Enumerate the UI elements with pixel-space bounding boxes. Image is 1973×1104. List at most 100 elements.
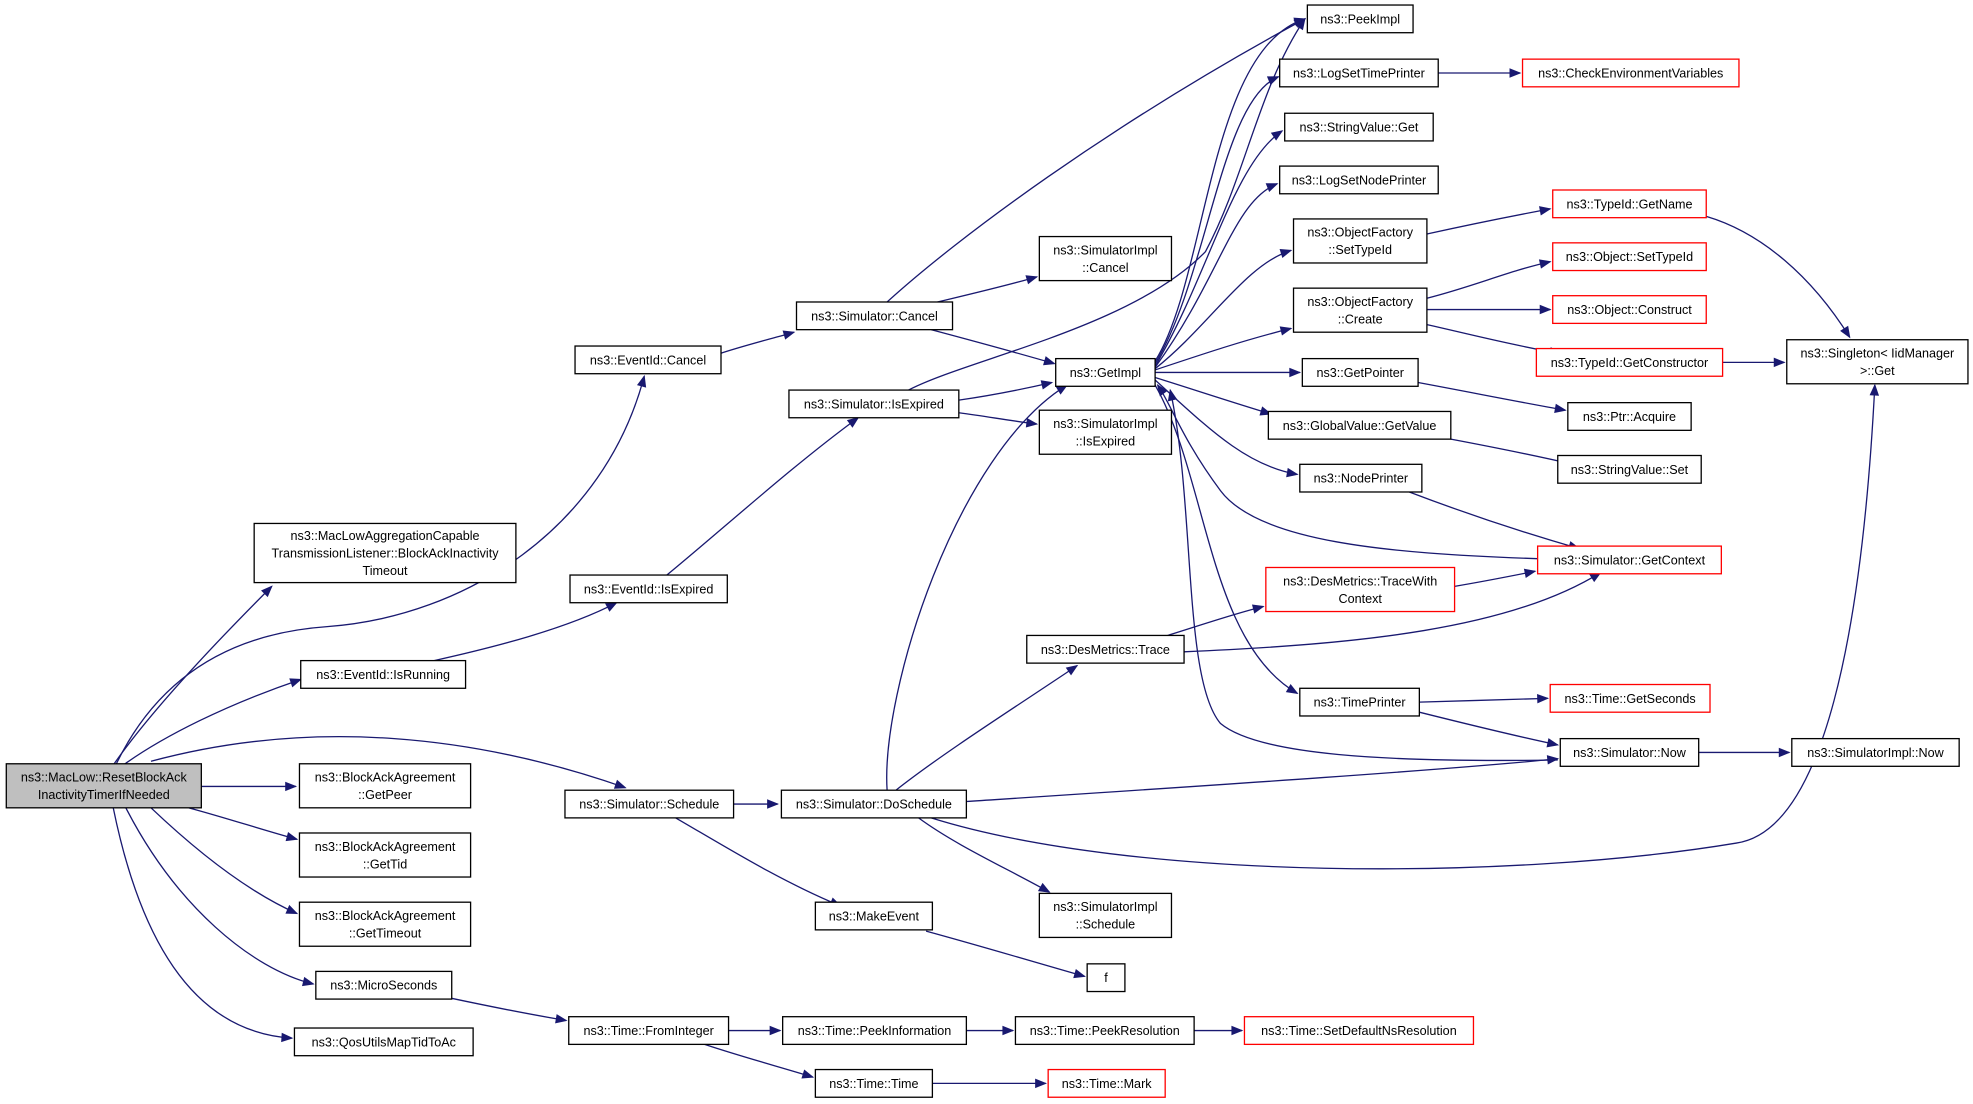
arrowhead (1065, 664, 1079, 676)
arrowhead (782, 330, 796, 340)
edge-line (895, 665, 1078, 791)
node-simSchedule[interactable]: ns3::Simulator::Schedule (564, 789, 735, 819)
node-peekImpl[interactable]: ns3::PeekImpl (1306, 4, 1414, 34)
node-label: ns3::DesMetrics::Trace (1041, 643, 1170, 657)
node-singleton[interactable]: ns3::Singleton< IidManager >::Get (1786, 339, 1969, 385)
node-baaPeer[interactable]: ns3::BlockAckAgreement::GetPeer (298, 763, 472, 809)
node-gvGetValue[interactable]: ns3::GlobalValue::GetValue (1267, 410, 1452, 440)
node-baaTid[interactable]: ns3::BlockAckAgreement::GetTid (298, 832, 472, 878)
node-simIsExpired[interactable]: ns3::Simulator::IsExpired (788, 389, 960, 419)
node-typeIdGetCtor[interactable]: ns3::TypeId::GetConstructor (1535, 347, 1724, 377)
node-box (1284, 112, 1434, 142)
node-ofSetTypeId[interactable]: ns3::ObjectFactory::SetTypeId (1292, 218, 1428, 264)
arrowhead (636, 374, 647, 388)
node-fromInteger[interactable]: ns3::Time::FromInteger (568, 1016, 730, 1046)
node-evCancel[interactable]: ns3::EventId::Cancel (574, 345, 722, 375)
node-evExpired[interactable]: ns3::EventId::IsExpired (569, 574, 728, 604)
edge-line (1426, 208, 1551, 235)
edge-micro-to-fromInteger (449, 997, 568, 1024)
node-label: ns3::GlobalValue::GetValue (1283, 419, 1437, 433)
node-label: ::IsExpired (1076, 434, 1136, 448)
node-box (1243, 1016, 1475, 1046)
arrowhead (1002, 1025, 1015, 1036)
node-mlacTimeout[interactable]: ns3::MacLowAggregationCapableTransmissio… (253, 522, 517, 584)
edge-getImpl-to-peekImpl (1154, 17, 1307, 362)
node-checkEnv[interactable]: ns3::CheckEnvironmentVariables (1521, 58, 1740, 88)
node-desTrace[interactable]: ns3::DesMetrics::Trace (1026, 634, 1185, 664)
arrowhead (301, 976, 315, 987)
node-simImplCancel[interactable]: ns3::SimulatorImpl::Cancel (1038, 235, 1173, 282)
node-label: ns3::Simulator::Cancel (811, 309, 938, 323)
node-simDoSchedule[interactable]: ns3::Simulator::DoSchedule (780, 789, 968, 819)
node-evRunning[interactable]: ns3::EventId::IsRunning (300, 659, 467, 689)
node-box (1557, 454, 1702, 484)
arrowhead (605, 602, 618, 612)
edge-getImpl-to-stringGet (1154, 130, 1284, 367)
node-label: ns3::Simulator::GetContext (1554, 553, 1706, 567)
node-simGetContext[interactable]: ns3::Simulator::GetContext (1536, 545, 1722, 575)
node-simImplNow[interactable]: ns3::SimulatorImpl::Now (1791, 737, 1960, 767)
node-peekInfo[interactable]: ns3::Time::PeekInformation (782, 1016, 968, 1046)
node-getPointer[interactable]: ns3::GetPointer (1301, 357, 1419, 387)
node-timeGetSeconds[interactable]: ns3::Time::GetSeconds (1549, 683, 1711, 713)
node-typeIdGetName[interactable]: ns3::TypeId::GetName (1552, 189, 1707, 219)
node-box (1038, 235, 1173, 282)
node-f[interactable]: f (1086, 963, 1126, 993)
node-timePrinter[interactable]: ns3::TimePrinter (1299, 687, 1421, 717)
edge-simNow-to-simImplNow (1698, 747, 1791, 758)
node-nodePrinter[interactable]: ns3::NodePrinter (1299, 463, 1423, 493)
node-baaTimeout[interactable]: ns3::BlockAckAgreement::GetTimeout (298, 901, 472, 947)
node-setDefNs[interactable]: ns3::Time::SetDefaultNsResolution (1243, 1016, 1475, 1046)
node-ptrAcquire[interactable]: ns3::Ptr::Acquire (1567, 401, 1692, 431)
node-box (574, 345, 722, 375)
node-label: TransmissionListener::BlockAckInactivity (272, 547, 500, 561)
arrowhead (613, 779, 627, 789)
edge-simIsExpired-to-simImplIsExpired (958, 412, 1039, 428)
node-label: ns3::GetImpl (1070, 366, 1141, 380)
node-peekRes[interactable]: ns3::Time::PeekResolution (1014, 1016, 1195, 1046)
arrowhead (1523, 568, 1537, 578)
node-logSetNode[interactable]: ns3::LogSetNodePrinter (1279, 165, 1439, 195)
edge-line (958, 381, 1053, 401)
node-box (1536, 545, 1722, 575)
edge-line (1454, 570, 1536, 588)
node-timeMark[interactable]: ns3::Time::Mark (1047, 1068, 1166, 1098)
arrowhead (285, 831, 299, 842)
node-simImplIsExpired[interactable]: ns3::SimulatorImpl::IsExpired (1038, 409, 1173, 455)
node-simImplSchedule[interactable]: ns3::SimulatorImpl::Schedule (1038, 892, 1173, 939)
node-box (780, 789, 968, 819)
node-label: ns3::Time::PeekInformation (798, 1024, 952, 1038)
edge-getImpl-to-ofSetTypeId (1154, 248, 1293, 370)
node-box (1301, 357, 1419, 387)
node-qos[interactable]: ns3::QosUtilsMapTidToAc (293, 1027, 474, 1057)
arrowhead (1539, 304, 1552, 315)
node-makeEvent[interactable]: ns3::MakeEvent (814, 901, 934, 931)
node-objConstruct[interactable]: ns3::Object::Construct (1552, 295, 1707, 325)
node-svSet[interactable]: ns3::StringValue::Set (1557, 454, 1702, 484)
node-simNow[interactable]: ns3::Simulator::Now (1559, 737, 1700, 767)
node-simCancel[interactable]: ns3::Simulator::Cancel (795, 301, 954, 331)
edge-root-to-evCancel (115, 374, 647, 766)
edge-line (886, 18, 1306, 303)
node-stringGet[interactable]: ns3::StringValue::Get (1284, 112, 1434, 142)
node-micro[interactable]: ns3::MicroSeconds (315, 970, 453, 1000)
node-label: ::GetTimeout (349, 926, 422, 940)
node-root[interactable]: ns3::MacLow::ResetBlockAckInactivityTime… (5, 763, 202, 809)
arrowhead (1270, 130, 1284, 141)
edge-line (449, 997, 567, 1022)
node-label: ns3::Time::Time (829, 1077, 918, 1091)
node-box (1791, 737, 1960, 767)
node-logSetTime[interactable]: ns3::LogSetTimePrinter (1279, 58, 1439, 88)
node-ofCreate[interactable]: ns3::ObjectFactory::Create (1292, 287, 1428, 333)
edge-line (188, 807, 298, 840)
node-objSetTypeId[interactable]: ns3::Object::SetTypeId (1552, 242, 1707, 272)
arrowhead (1037, 882, 1051, 893)
edge-line (675, 817, 841, 907)
arrowhead (1040, 380, 1054, 390)
edge-simCancel-to-getImpl (930, 329, 1056, 366)
node-getImpl[interactable]: ns3::GetImpl (1055, 357, 1156, 387)
node-timeTime[interactable]: ns3::Time::Time (814, 1068, 934, 1098)
edge-line (1154, 76, 1279, 364)
